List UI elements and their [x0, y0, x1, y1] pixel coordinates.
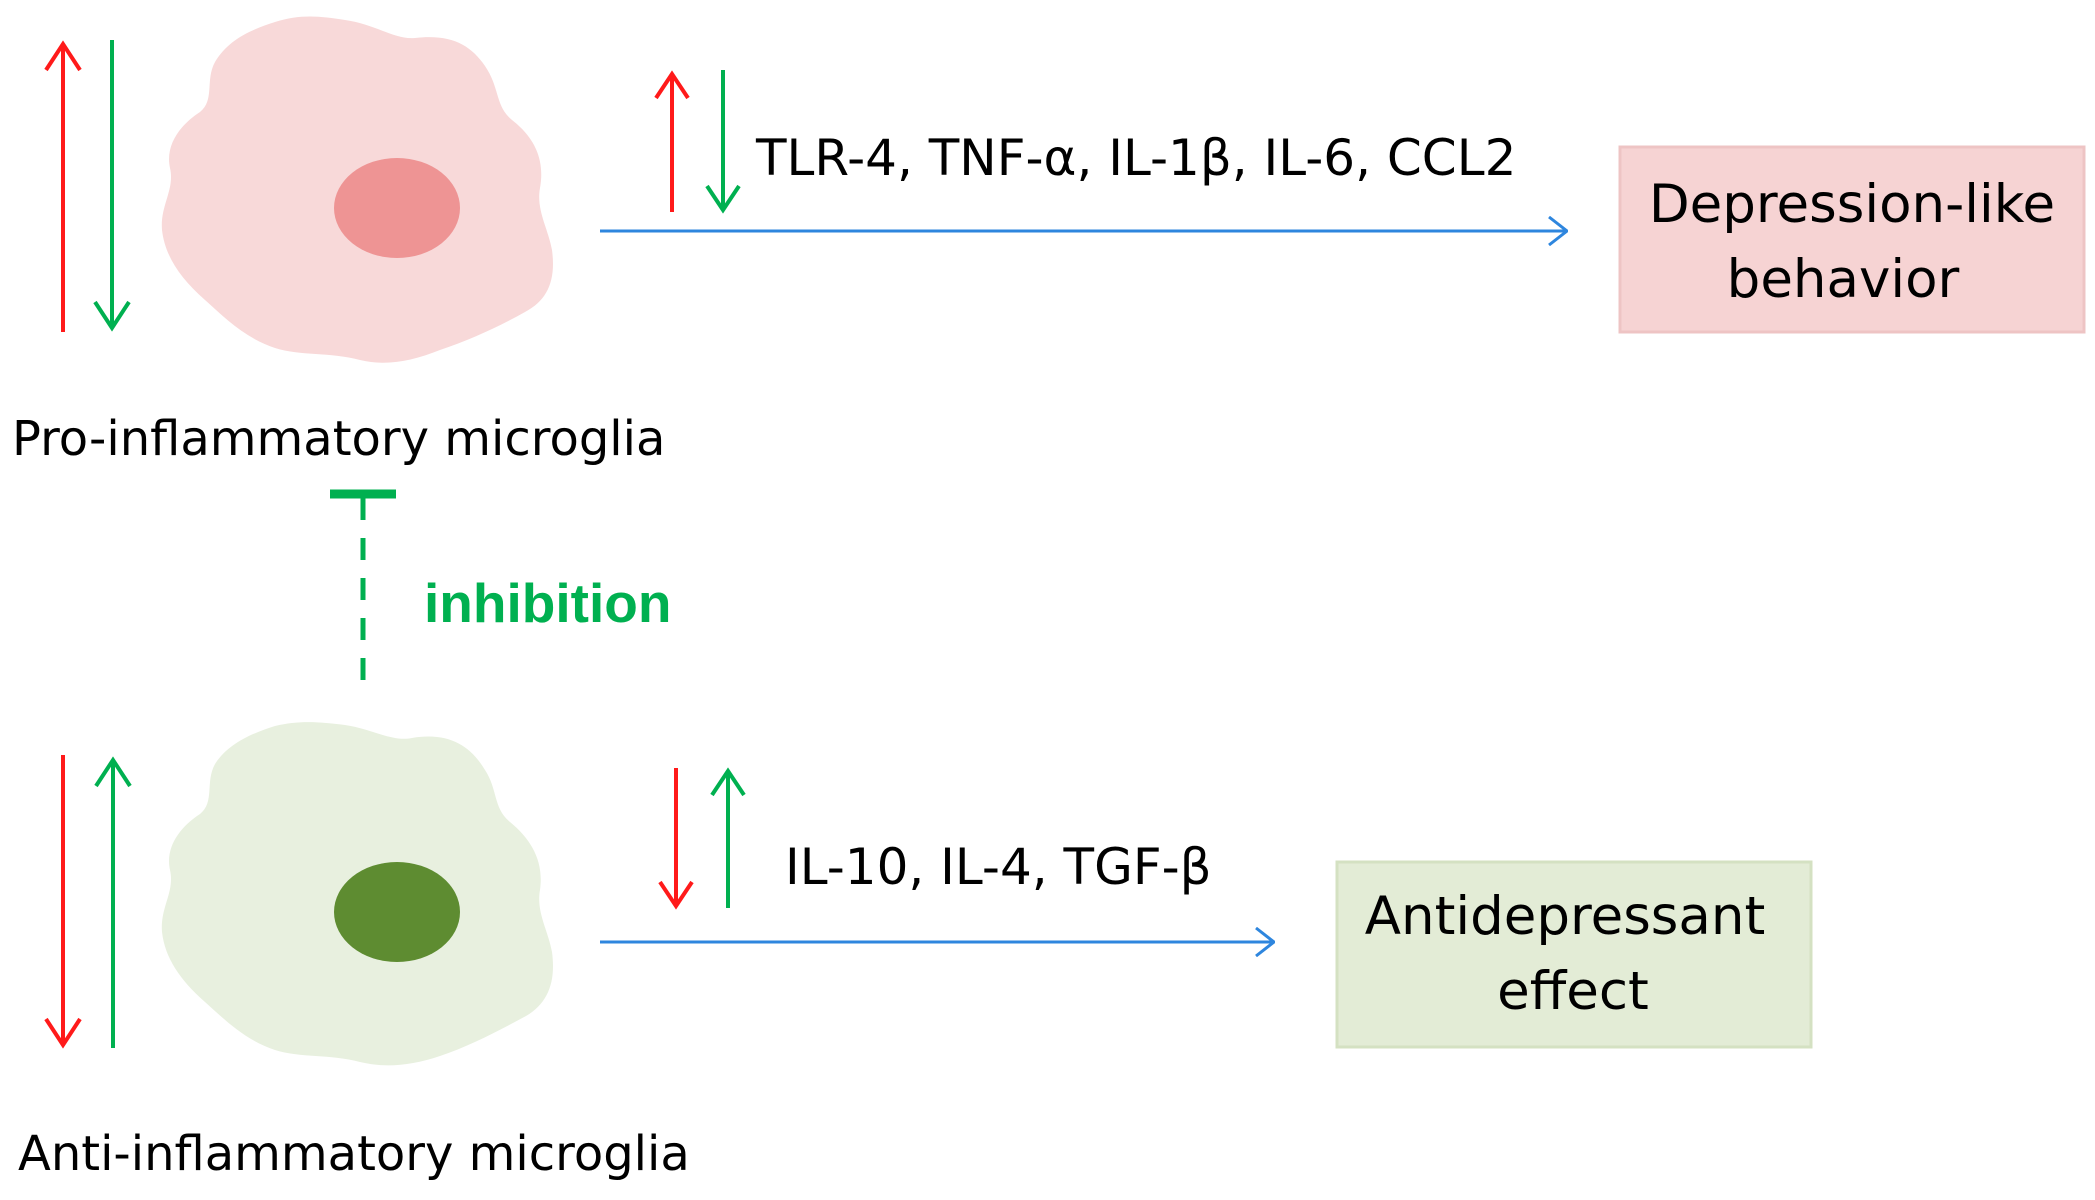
depression-outcome-line2: behavior: [1727, 249, 1960, 310]
anti-cell-nucleus: [334, 862, 460, 962]
pro-cell-nucleus: [334, 158, 460, 258]
up-arrow-icon: [94, 756, 132, 1048]
up-arrow-icon: [44, 40, 82, 332]
down-arrow-icon: [658, 768, 694, 910]
depression-outcome-box: Depression-like behavior: [1618, 145, 2086, 334]
up-arrow-icon: [710, 767, 746, 908]
anti-inflammatory-section: Anti-inflammatory microglia IL-10, IL-4,…: [18, 722, 1813, 1182]
pro-inflammatory-label: Pro-inflammatory microglia: [12, 411, 665, 467]
down-arrow-icon: [705, 70, 741, 214]
pro-cytokine-list: TLR-4, TNF-α, IL-1β, IL-6, CCL2: [755, 129, 1516, 187]
down-arrow-icon: [44, 755, 82, 1049]
depression-outcome-line1: Depression-like: [1649, 174, 2055, 235]
pro-inflammatory-cell: [161, 16, 553, 363]
up-arrow-icon: [654, 70, 690, 212]
inhibition-label: inhibition: [424, 572, 671, 634]
anti-inflammatory-cell: [161, 722, 553, 1066]
pro-inflammatory-section: Pro-inflammatory microglia TLR-4, TNF-α,…: [12, 16, 2086, 467]
down-arrow-icon: [93, 40, 131, 332]
anti-cytokine-arrow-pair: [658, 767, 746, 910]
pro-cell-arrow-pair: [44, 40, 131, 332]
antidepressant-outcome-box: Antidepressant effect: [1335, 860, 1813, 1049]
anti-inflammatory-label: Anti-inflammatory microglia: [18, 1126, 690, 1182]
inhibition-link: inhibition: [330, 489, 671, 695]
anti-cytokine-list: IL-10, IL-4, TGF-β: [785, 838, 1212, 896]
pro-cytokine-arrow-pair: [654, 70, 741, 214]
anti-cell-arrow-pair: [44, 755, 132, 1049]
antidepressant-outcome-line1: Antidepressant: [1365, 886, 1766, 947]
antidepressant-outcome-line2: effect: [1497, 961, 1649, 1022]
